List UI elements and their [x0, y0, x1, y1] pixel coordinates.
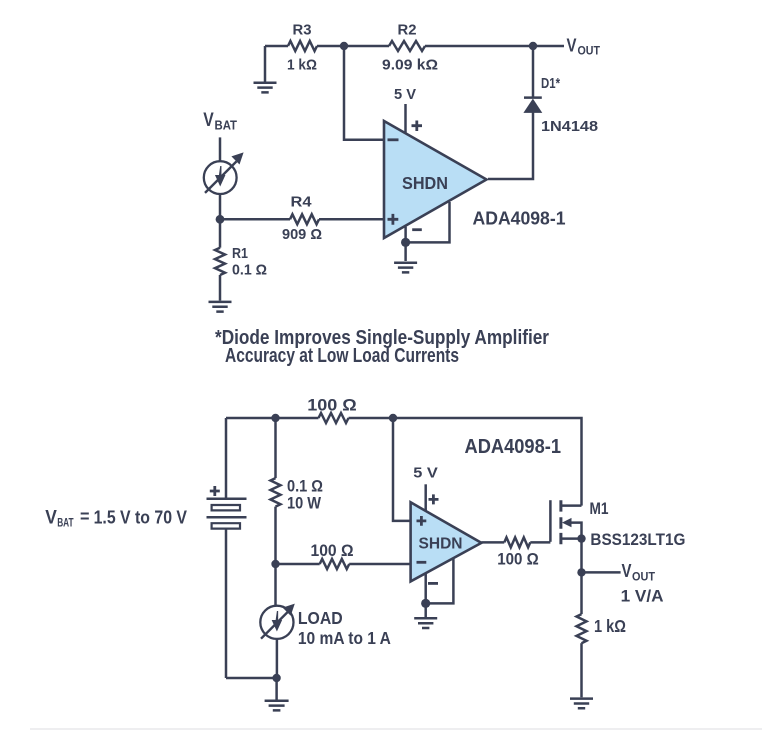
svg-text:BAT: BAT — [57, 516, 74, 530]
svg-text:=: = — [80, 507, 90, 527]
svg-text:SHDN: SHDN — [402, 173, 448, 193]
svg-text:0.1 Ω: 0.1 Ω — [287, 477, 323, 496]
svg-text:10 mA to 1 A: 10 mA to 1 A — [298, 628, 391, 648]
svg-text:909 Ω: 909 Ω — [282, 226, 322, 243]
svg-text:V: V — [567, 36, 577, 56]
svg-text:1 kΩ: 1 kΩ — [287, 57, 317, 74]
svg-text:R2: R2 — [398, 22, 417, 39]
svg-text:R3: R3 — [293, 22, 312, 39]
svg-text:5 V: 5 V — [413, 465, 438, 482]
svg-text:D1*: D1* — [541, 75, 560, 92]
svg-text:BSS123LT1G: BSS123LT1G — [590, 530, 685, 549]
svg-text:5 V: 5 V — [394, 86, 416, 103]
svg-text:1 V/A: 1 V/A — [621, 587, 664, 606]
svg-text:100 Ω: 100 Ω — [311, 541, 354, 560]
svg-text:R1: R1 — [232, 245, 248, 262]
svg-text:*Diode Improves Single-Supply: *Diode Improves Single-Supply Amplifier — [215, 327, 549, 349]
svg-text:Accuracy at Low Load Currents: Accuracy at Low Load Currents — [225, 345, 459, 367]
svg-text:M1: M1 — [590, 499, 609, 518]
svg-text:100 Ω: 100 Ω — [497, 550, 539, 569]
svg-text:0.1 Ω: 0.1 Ω — [232, 262, 267, 279]
svg-text:ADA4098-1: ADA4098-1 — [473, 209, 566, 229]
svg-text:1.5 V to 70 V: 1.5 V to 70 V — [94, 507, 188, 528]
svg-text:V: V — [45, 508, 57, 529]
svg-text:OUT: OUT — [632, 572, 655, 584]
svg-text:SHDN: SHDN — [419, 536, 463, 553]
svg-text:ADA4098-1: ADA4098-1 — [465, 436, 562, 458]
svg-text:R4: R4 — [291, 194, 313, 211]
svg-text:1 kΩ: 1 kΩ — [594, 616, 626, 636]
svg-text:BAT: BAT — [215, 119, 238, 133]
svg-text:100 Ω: 100 Ω — [307, 396, 357, 415]
svg-text:OUT: OUT — [578, 46, 601, 58]
svg-text:9.09 kΩ: 9.09 kΩ — [382, 57, 438, 74]
svg-text:10 W: 10 W — [287, 494, 322, 513]
svg-text:1N4148: 1N4148 — [541, 118, 598, 135]
svg-text:V: V — [203, 110, 214, 131]
svg-text:LOAD: LOAD — [298, 608, 343, 628]
svg-text:V: V — [622, 561, 632, 581]
